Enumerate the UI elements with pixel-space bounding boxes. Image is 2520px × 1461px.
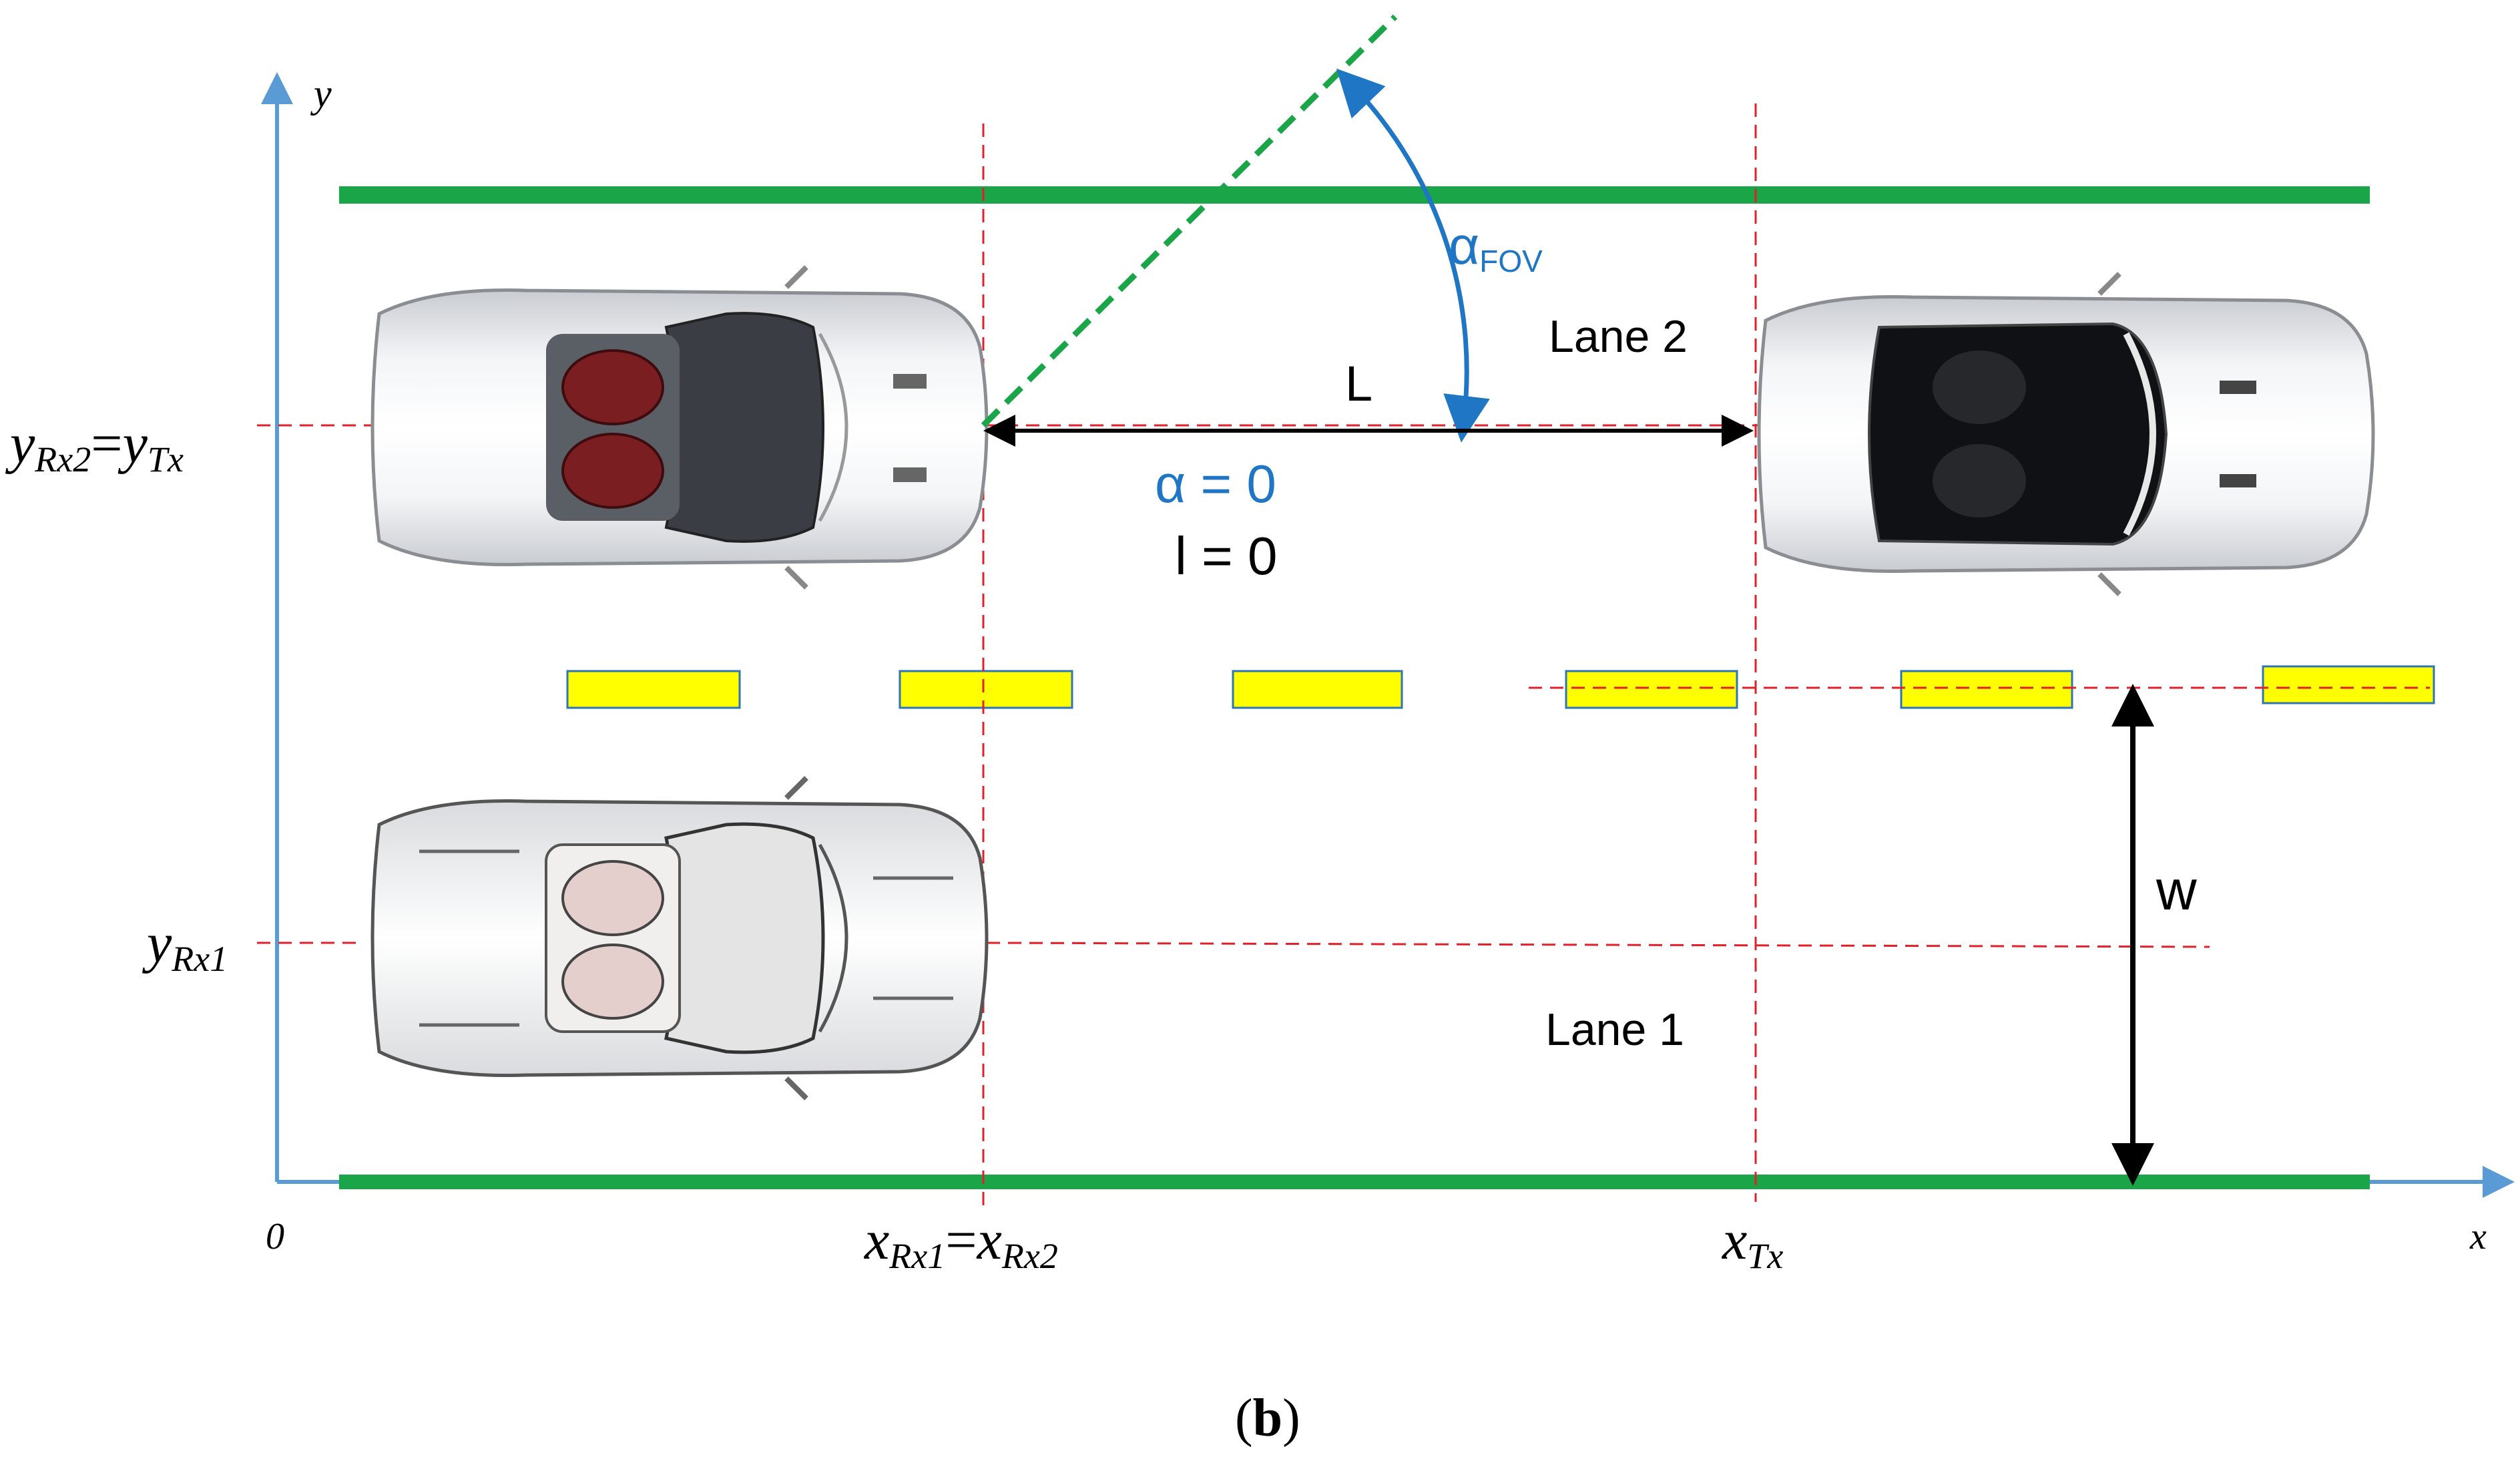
alpha-zero-label: α = 0: [1155, 454, 1276, 513]
y-axis-label: y: [310, 71, 332, 116]
lane-marker: [566, 670, 741, 709]
x-tx-label: xTx: [1721, 1209, 1783, 1276]
figure-caption: (b): [1235, 1389, 1300, 1448]
lane-markers: [566, 665, 2435, 709]
lane-marker: [1232, 670, 1403, 709]
car-rx2-icon: [370, 265, 989, 590]
alpha-fov-label: αFOV: [1449, 216, 1543, 278]
axes: y x 0: [261, 71, 2515, 1257]
lane-width-w-label: w: [2156, 859, 2197, 921]
distance-L-label: L: [1345, 356, 1372, 411]
l-zero-label: l = 0: [1175, 526, 1277, 586]
guide-y-rx1-right: [986, 942, 2210, 948]
car-tx-icon: [1757, 272, 2375, 596]
x-axis-label: x: [2469, 1216, 2487, 1257]
lane2-label: Lane 2: [1549, 311, 1688, 362]
y-rx2-ytx-label: yRx2=yTx: [5, 413, 184, 479]
lane-marker: [899, 670, 1073, 709]
origin-label: 0: [266, 1216, 284, 1257]
annotations: yRx2=yTx yRx1 xRx1=xRx2 xTx αFOV Lane 2 …: [5, 216, 2197, 1448]
lane1-label: Lane 1: [1545, 1004, 1684, 1055]
y-rx1-label: yRx1: [142, 912, 228, 979]
x-rx1-xrx2-label: xRx1=xRx2: [863, 1209, 1058, 1276]
lane-marker: [1900, 670, 2073, 709]
lane-marker: [1565, 670, 1738, 709]
lane-marker: [2262, 665, 2435, 704]
fov-angle-arc: [1336, 68, 1490, 443]
car-rx1-icon: [370, 776, 989, 1100]
fov-boundary-line: [981, 14, 1398, 428]
